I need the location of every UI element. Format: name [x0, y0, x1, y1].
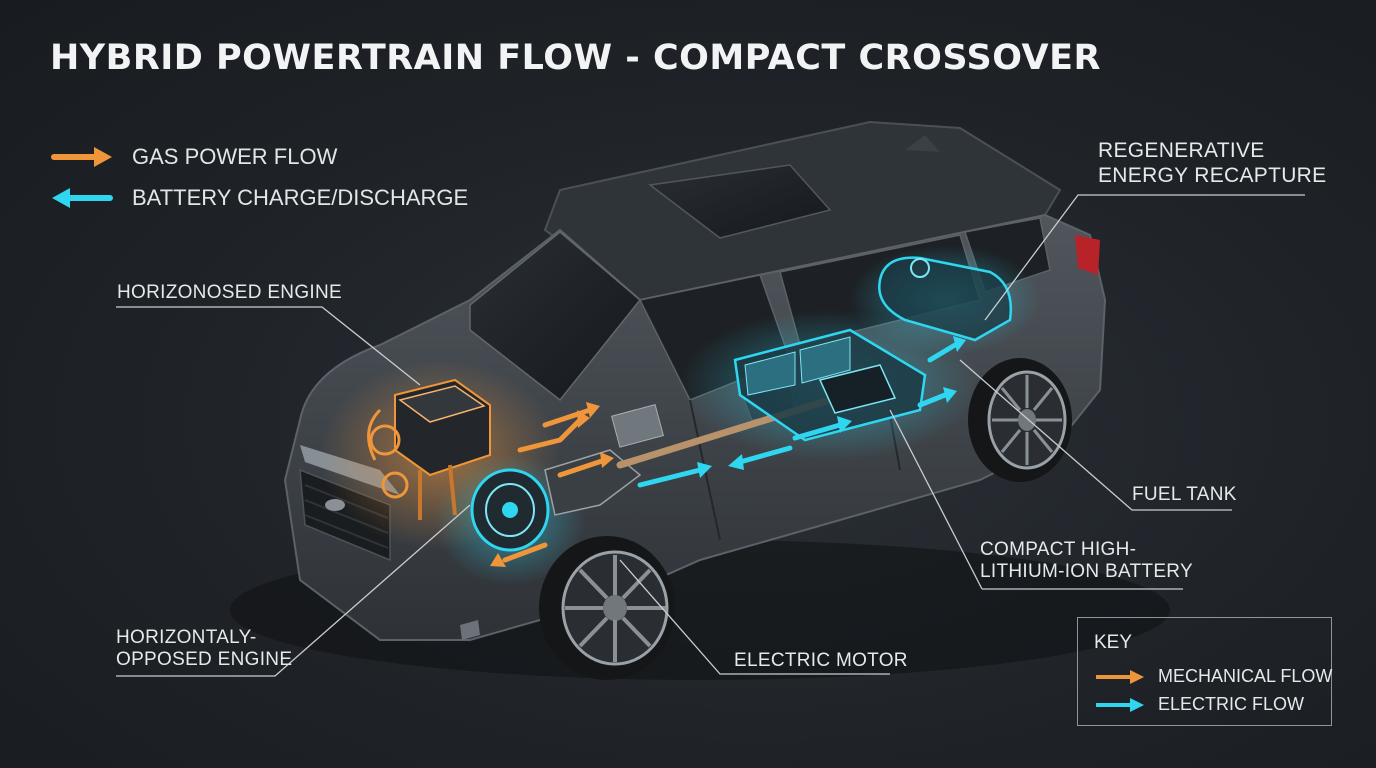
battery-pack: [733, 328, 927, 442]
callout-fuel-tank: FUEL TANK: [1132, 484, 1237, 505]
gas-flow-arrowheads: [490, 402, 614, 567]
page-title: HYBRID POWERTRAIN FLOW - COMPACT CROSSOV…: [50, 38, 1101, 78]
key-electric-label: ELECTRIC FLOW: [1158, 694, 1305, 714]
cyan-arrow-right-icon: [1096, 697, 1144, 712]
cyan-arrow-left-icon: [52, 188, 113, 208]
gas-flow-arrows: [502, 407, 608, 563]
legend-gas-power-flow: GAS POWER FLOW: [50, 144, 337, 170]
leader-battery: [889, 409, 1183, 590]
roof-fin: [905, 135, 940, 152]
electric-flow-arrowheads: [697, 336, 966, 478]
key-mechanical-flow: MECHANICAL FLOW: [1094, 666, 1332, 687]
inverter-box: [610, 403, 664, 448]
callout-battery: COMPACT HIGH- LITHIUM-ION BATTERY: [980, 539, 1193, 582]
taillight: [1075, 235, 1100, 275]
key-box: KEY MECHANICAL FLOW ELECTRIC FLOW: [1077, 617, 1332, 726]
key-electric-flow: ELECTRIC FLOW: [1094, 694, 1304, 715]
leader-horizonosed-engine: [116, 306, 421, 386]
key-title: KEY: [1094, 632, 1133, 653]
electric-motor: [470, 468, 550, 552]
legend-battery-flow: BATTERY CHARGE/DISCHARGE: [50, 185, 468, 211]
leader-fuel-tank: [959, 359, 1232, 511]
leader-regenerative: [984, 194, 1305, 321]
windshield: [469, 231, 642, 402]
sunroof: [648, 164, 832, 239]
fog-light: [460, 620, 480, 640]
callout-horizonosed-engine: HORIZONOSED ENGINE: [117, 282, 342, 303]
engine-block: [367, 378, 491, 520]
leader-opposed-engine: [116, 504, 471, 677]
rear-wheel: [968, 358, 1072, 482]
callout-electric-motor: ELECTRIC MOTOR: [734, 650, 908, 671]
legend-battery-label: BATTERY CHARGE/DISCHARGE: [132, 185, 469, 210]
electric-flow-arrows: [637, 342, 958, 488]
transmission: [544, 449, 642, 516]
orange-arrow-right-icon: [51, 147, 112, 167]
orange-arrow-right-icon: [1096, 669, 1144, 684]
callout-leader-lines: [116, 194, 1305, 677]
key-mechanical-label: MECHANICAL FLOW: [1158, 666, 1333, 686]
front-wheel: [539, 536, 675, 680]
fuel-tank-shape: [878, 256, 1013, 342]
callout-horizontally-opposed-engine: HORIZONTALY- OPPOSED ENGINE: [116, 627, 293, 670]
callout-regenerative-energy: REGENERATIVE ENERGY RECAPTURE: [1098, 139, 1327, 187]
legend-gas-label: GAS POWER FLOW: [132, 144, 338, 169]
leader-electric-motor: [619, 559, 890, 675]
